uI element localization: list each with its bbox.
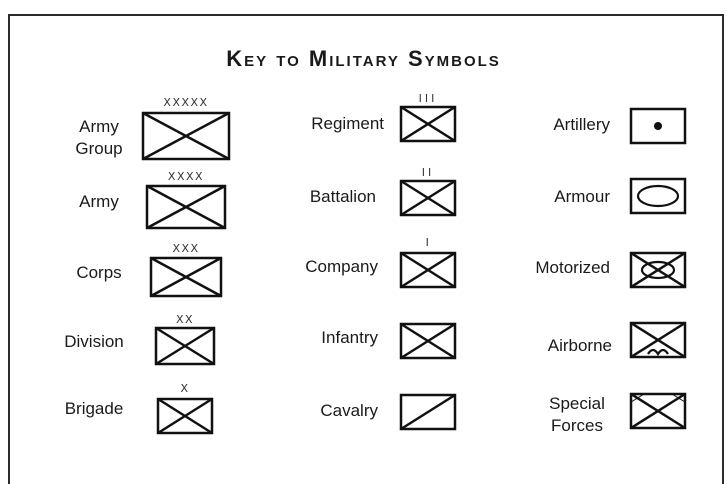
army-group-symbol: [141, 111, 231, 161]
label-brigade: Brigade: [64, 399, 124, 418]
label-infantry: Infantry: [321, 328, 378, 347]
special-forces-symbol: [629, 392, 687, 430]
label-army-group-text: Army Group: [75, 117, 123, 158]
echelon-battalion: II: [421, 166, 435, 179]
infantry-symbol: [399, 322, 457, 360]
label-special-forces: Special Forces: [540, 393, 614, 437]
key-frame: [8, 14, 724, 484]
airborne-symbol: [629, 321, 687, 359]
motorized-symbol: [629, 251, 687, 289]
key-title: Key to Military Symbols: [226, 46, 501, 71]
armour-symbol: [629, 177, 687, 215]
brigade-symbol: [156, 397, 214, 435]
label-division: Division: [64, 332, 124, 351]
cavalry-symbol: [399, 393, 457, 431]
label-army-group: Army Group: [60, 116, 138, 160]
echelon-regiment: III: [418, 92, 438, 105]
echelon-army: XXXX: [167, 170, 205, 183]
company-symbol: [399, 251, 457, 289]
artillery-symbol: [629, 107, 687, 145]
regiment-symbol: [399, 105, 457, 143]
label-corps: Corps: [76, 263, 122, 282]
battalion-symbol: [399, 179, 457, 217]
label-regiment: Regiment: [311, 114, 384, 133]
label-cavalry: Cavalry: [320, 401, 378, 420]
echelon-army-group: XXXXX: [163, 96, 209, 109]
label-airborne: Airborne: [547, 336, 612, 355]
label-armour: Armour: [554, 187, 610, 206]
label-army: Army: [79, 192, 119, 211]
label-battalion: Battalion: [309, 187, 376, 206]
echelon-corps: XXX: [172, 242, 200, 255]
label-company: Company: [305, 257, 378, 276]
echelon-division: XX: [175, 313, 195, 326]
label-special-forces-text: Special Forces: [549, 394, 605, 435]
label-motorized: Motorized: [535, 258, 610, 277]
army-symbol: [145, 184, 227, 230]
echelon-company: I: [425, 236, 431, 249]
echelon-brigade: X: [180, 382, 190, 395]
division-symbol: [154, 326, 216, 366]
corps-symbol: [149, 256, 223, 298]
label-artillery: Artillery: [553, 115, 610, 134]
